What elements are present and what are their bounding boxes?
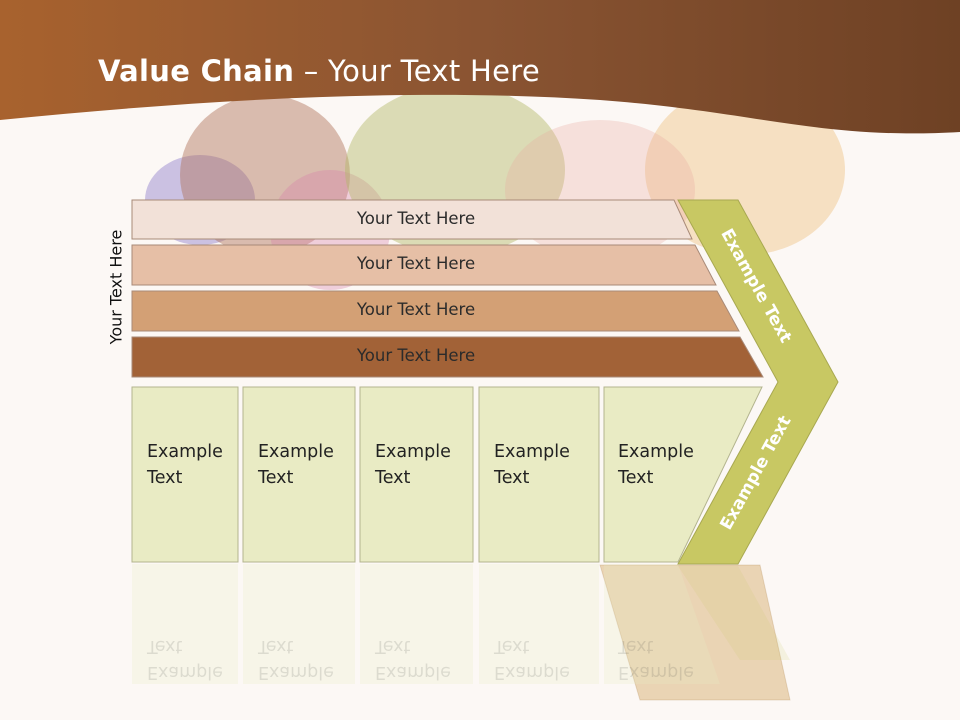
activity-box xyxy=(242,386,356,563)
bar-label: Your Text Here xyxy=(356,346,476,365)
chevron-reflection xyxy=(678,566,790,660)
bar-label: Your Text Here xyxy=(356,300,476,319)
activity-box-line1: Example xyxy=(618,442,694,462)
activity-box-line2: Text xyxy=(494,468,530,488)
activity-box-line2: Text xyxy=(147,468,183,488)
box-reflection xyxy=(360,564,473,684)
box-reflection xyxy=(243,564,355,684)
activity-box-line1: Example xyxy=(147,442,223,462)
box-reflection xyxy=(479,564,599,684)
value-chain-bar xyxy=(131,244,717,286)
box-reflection xyxy=(604,564,720,684)
value-chain-bar xyxy=(131,336,764,378)
slide-title: Value Chain – Your Text Here xyxy=(98,54,540,88)
activity-box-line2: Text xyxy=(618,468,654,488)
cone-reflection xyxy=(600,565,790,700)
activity-box xyxy=(359,386,474,563)
chevron-arrow xyxy=(677,199,839,565)
activity-box-line2: Text xyxy=(375,468,411,488)
header-band xyxy=(0,0,960,134)
activity-box-line1: Example xyxy=(258,442,334,462)
bar-label: Your Text Here xyxy=(356,208,476,228)
activity-box xyxy=(603,386,763,563)
box-reflection xyxy=(132,564,238,684)
activity-box xyxy=(131,386,239,563)
activity-box-line2: Text xyxy=(258,468,294,488)
value-chain-bar xyxy=(131,199,693,240)
bar-label: Your Text Here xyxy=(356,254,476,273)
activity-box-line1: Example xyxy=(375,442,451,462)
activity-box-line1: Example xyxy=(494,442,570,462)
value-chain-bar xyxy=(131,290,740,332)
activity-box xyxy=(478,386,600,563)
